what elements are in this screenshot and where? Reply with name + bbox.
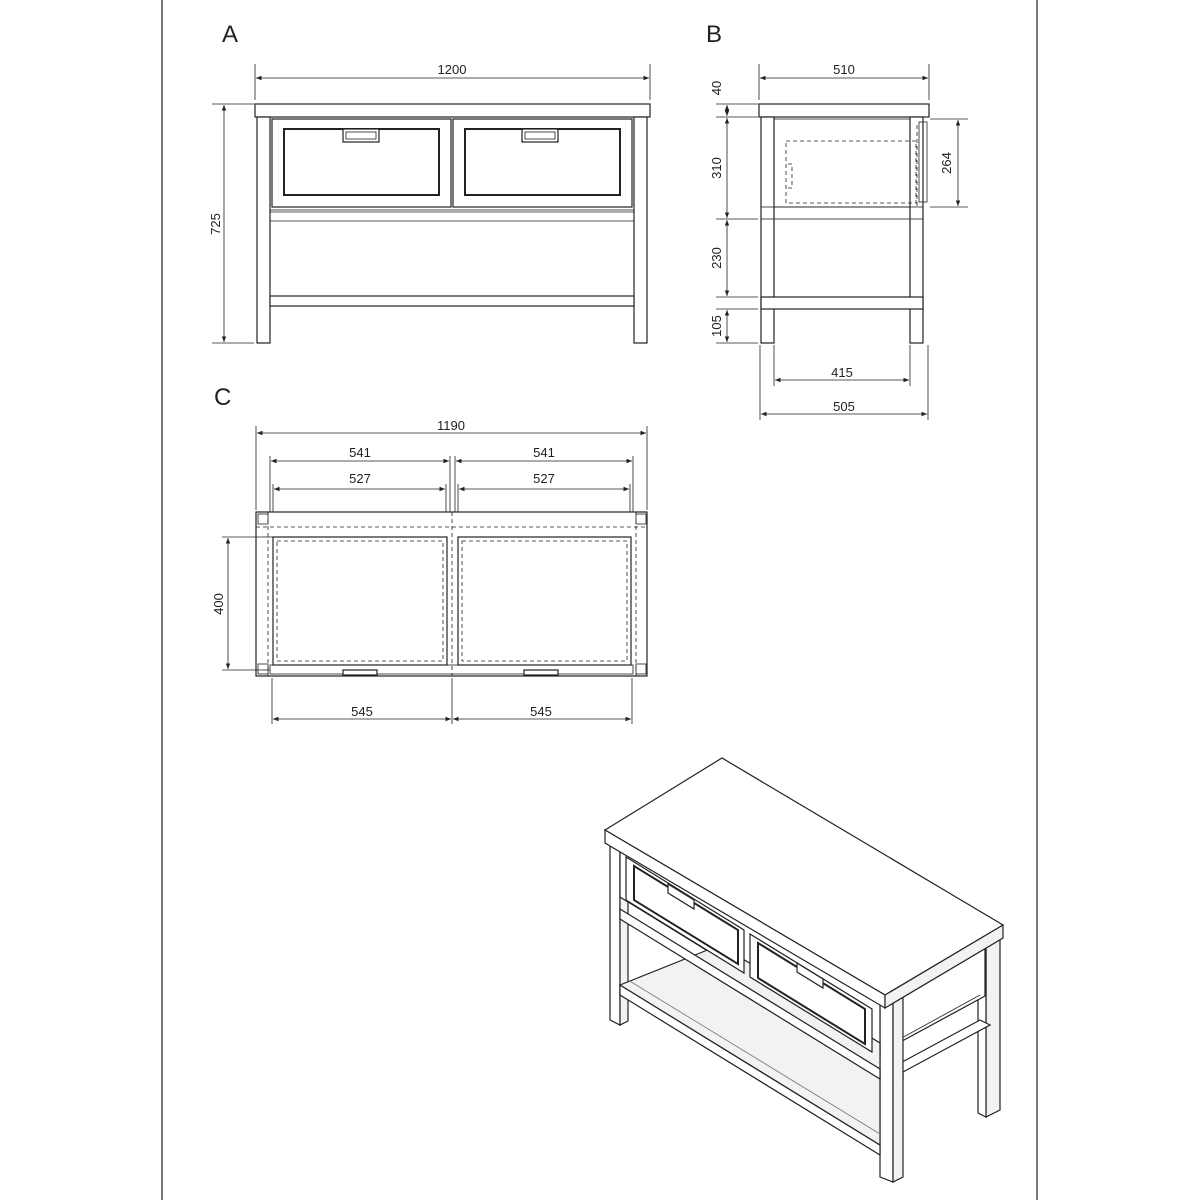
dim-drawer-zone-310: 310 xyxy=(709,157,724,179)
plan-drawer-left xyxy=(272,536,448,666)
view-c-plan-view: C 1190 541 541 527 527 400 xyxy=(211,384,648,724)
front-drawer-handle-left xyxy=(342,128,380,143)
dim-drawer-outer-right-541: 541 xyxy=(533,445,555,460)
iso-drawer-handle-left xyxy=(667,882,695,911)
dim-drawer-inner-left-527: 527 xyxy=(349,471,371,486)
dim-depth-510: 510 xyxy=(833,62,855,77)
front-drawer-left xyxy=(271,118,452,208)
iso-drawer-right xyxy=(749,932,873,1054)
dim-drawer-outer-left-541: 541 xyxy=(349,445,371,460)
dim-front-left-545: 545 xyxy=(351,704,373,719)
front-drawer-right xyxy=(452,118,633,208)
iso-drawer-handle-right xyxy=(796,961,824,990)
dim-open-zone-230: 230 xyxy=(709,247,724,269)
view-label-a: A xyxy=(222,21,238,48)
dim-drawer-height-264: 264 xyxy=(939,152,954,174)
view-a-front-elevation: A 1200 725 xyxy=(208,21,651,344)
dim-width-1200: 1200 xyxy=(438,62,467,77)
plan-drawer-right xyxy=(457,536,632,666)
isometric-view xyxy=(603,757,1005,1183)
dim-front-right-545: 545 xyxy=(530,704,552,719)
view-label-c: C xyxy=(214,384,231,411)
dim-depth-505: 505 xyxy=(833,399,855,414)
dim-shelf-depth-415: 415 xyxy=(831,365,853,380)
dim-height-725: 725 xyxy=(208,213,223,235)
iso-drawer-left xyxy=(625,855,745,975)
dim-drawer-depth-400: 400 xyxy=(211,593,226,615)
view-label-b: B xyxy=(706,21,722,48)
view-b-side-elevation: B 510 40 310 230 105 264 xyxy=(706,21,968,420)
dim-drawer-inner-right-527: 527 xyxy=(533,471,555,486)
dim-width-1190: 1190 xyxy=(437,418,465,433)
front-drawer-handle-right xyxy=(521,128,559,143)
dim-leg-gap-105: 105 xyxy=(709,315,724,337)
dim-top-thickness-40: 40 xyxy=(709,81,724,95)
